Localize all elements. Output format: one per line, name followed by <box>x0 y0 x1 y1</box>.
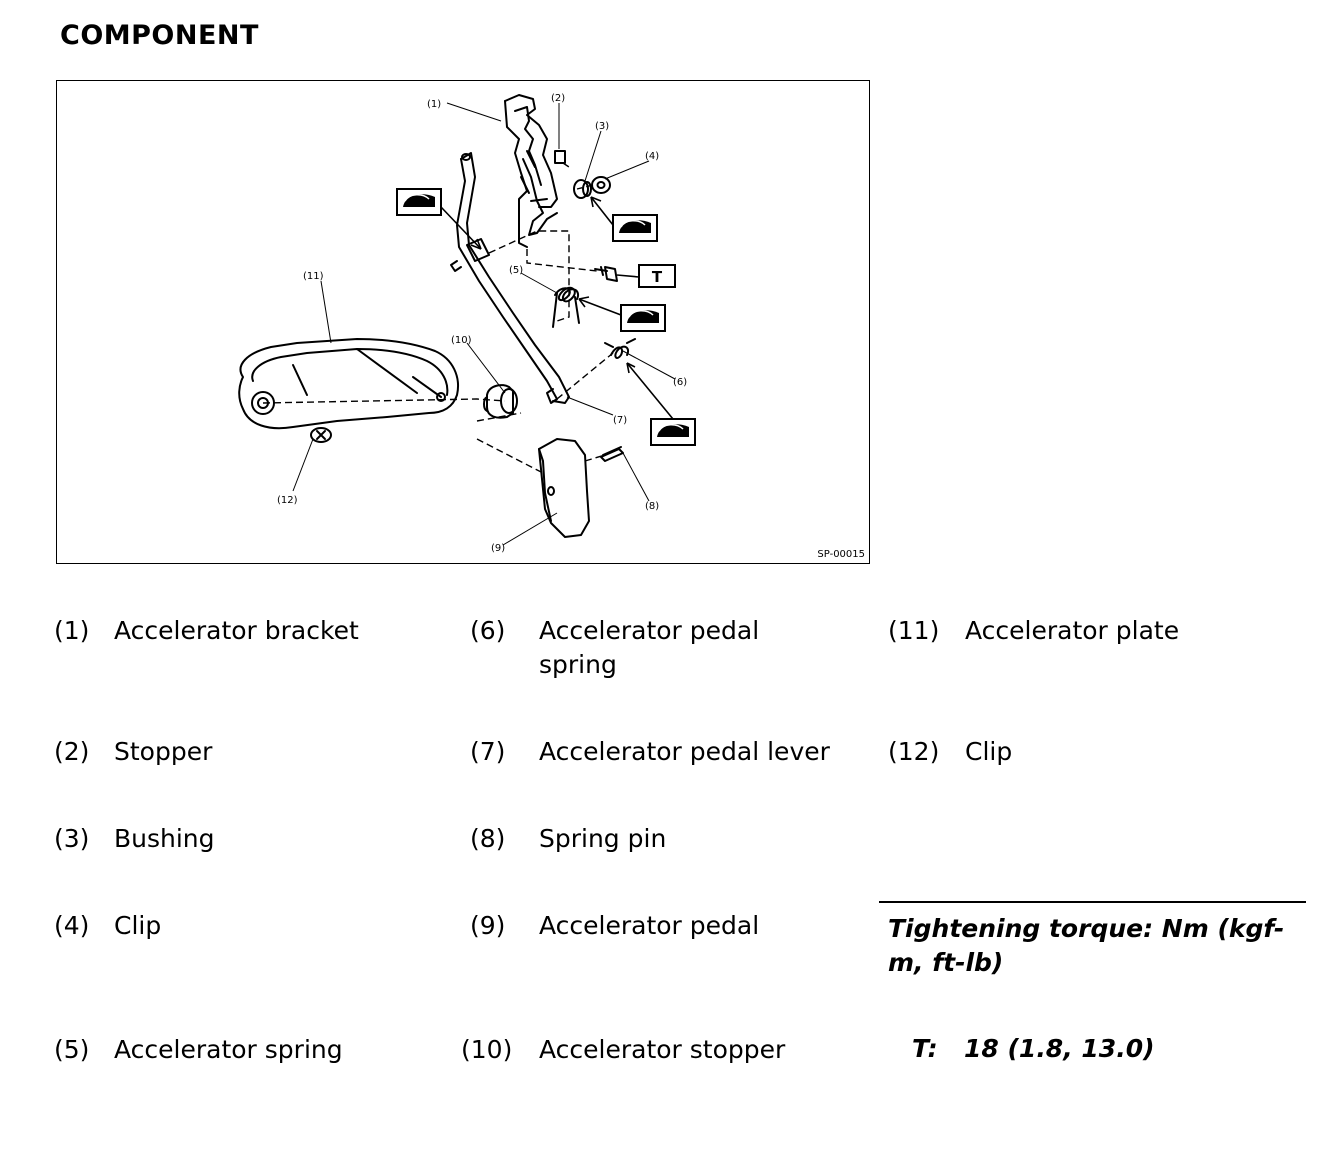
legend-number: (6) <box>470 616 506 645</box>
legend-number: (2) <box>54 737 90 766</box>
bolt <box>594 266 618 282</box>
diagram-drawing: T <box>238 93 865 560</box>
legend-number: (1) <box>54 616 90 645</box>
grease-application-icon <box>650 418 696 446</box>
legend-number: (9) <box>470 911 506 940</box>
callout-11: (11) <box>303 271 324 282</box>
legend-number: (7) <box>470 737 506 766</box>
legend-label: Accelerator spring <box>114 1035 343 1064</box>
bushing <box>573 179 592 199</box>
legend-label: Clip <box>114 911 162 940</box>
legend-label: Spring pin <box>539 824 667 853</box>
callout-5: (5) <box>509 265 523 276</box>
grease-application-icon <box>620 304 666 332</box>
legend-label: Accelerator pedal spring <box>539 616 760 679</box>
leader-arrows <box>440 196 674 420</box>
legend-label: Clip <box>965 737 1013 766</box>
accelerator-pedal-lever <box>450 152 570 404</box>
accelerator-stopper <box>483 384 518 419</box>
legend-label: Accelerator plate <box>965 616 1180 645</box>
torque-value: 18 (1.8, 13.0) <box>964 1034 1155 1063</box>
clip-upper <box>591 176 611 194</box>
figure-code: SP-00015 <box>817 549 865 560</box>
torque-title: Tightening torque: Nm (kgf-m, ft-lb) <box>888 914 1285 977</box>
page-title: COMPONENT <box>60 20 259 51</box>
clip-lower <box>310 427 332 443</box>
callout-2: (2) <box>551 93 565 104</box>
legend-label: Accelerator pedal lever <box>539 737 830 766</box>
callout-leaders <box>292 102 676 546</box>
callout-4: (4) <box>645 151 659 162</box>
accelerator-pedal <box>538 438 590 538</box>
legend-number: (12) <box>888 737 940 766</box>
torque-box-label: T <box>652 268 663 286</box>
torque-symbol: T: <box>912 1034 938 1063</box>
grease-application-icon <box>612 214 658 242</box>
callout-8: (8) <box>645 501 659 512</box>
legend-number: (4) <box>54 911 90 940</box>
grease-application-icon <box>396 188 442 216</box>
legend-label: Bushing <box>114 824 215 853</box>
alignment-lines <box>262 162 614 474</box>
accelerator-plate <box>238 338 459 430</box>
callout-10: (10) <box>451 335 472 346</box>
callout-1: (1) <box>427 99 441 110</box>
legend-number: (8) <box>470 824 506 853</box>
callout-labels: (1) (2) (3) (4) (5) (6) (7) (8) (9) (10)… <box>277 93 687 554</box>
accelerator-bracket <box>504 94 558 248</box>
callout-7: (7) <box>613 415 627 426</box>
accelerator-pedal-spring <box>604 338 636 359</box>
stopper <box>554 150 566 164</box>
torque-divider <box>879 901 1306 903</box>
legend-label: Accelerator bracket <box>114 616 359 645</box>
callout-3: (3) <box>595 121 609 132</box>
torque-spec: T: 18 (1.8, 13.0) <box>912 1034 1155 1063</box>
callout-12: (12) <box>277 495 298 506</box>
spring-pin <box>600 446 624 462</box>
legend-label: Accelerator pedal <box>539 911 760 940</box>
accelerator-spring <box>552 286 580 328</box>
legend-number: (10) <box>461 1035 513 1064</box>
callout-6: (6) <box>673 377 687 388</box>
legend-number: (5) <box>54 1035 90 1064</box>
legend-number: (11) <box>888 616 940 645</box>
legend-label: Accelerator stopper <box>539 1035 786 1064</box>
callout-9: (9) <box>491 543 505 554</box>
torque-symbol-box: T <box>638 264 676 288</box>
exploded-diagram: T <box>56 80 870 564</box>
legend-label: Stopper <box>114 737 213 766</box>
legend-number: (3) <box>54 824 90 853</box>
